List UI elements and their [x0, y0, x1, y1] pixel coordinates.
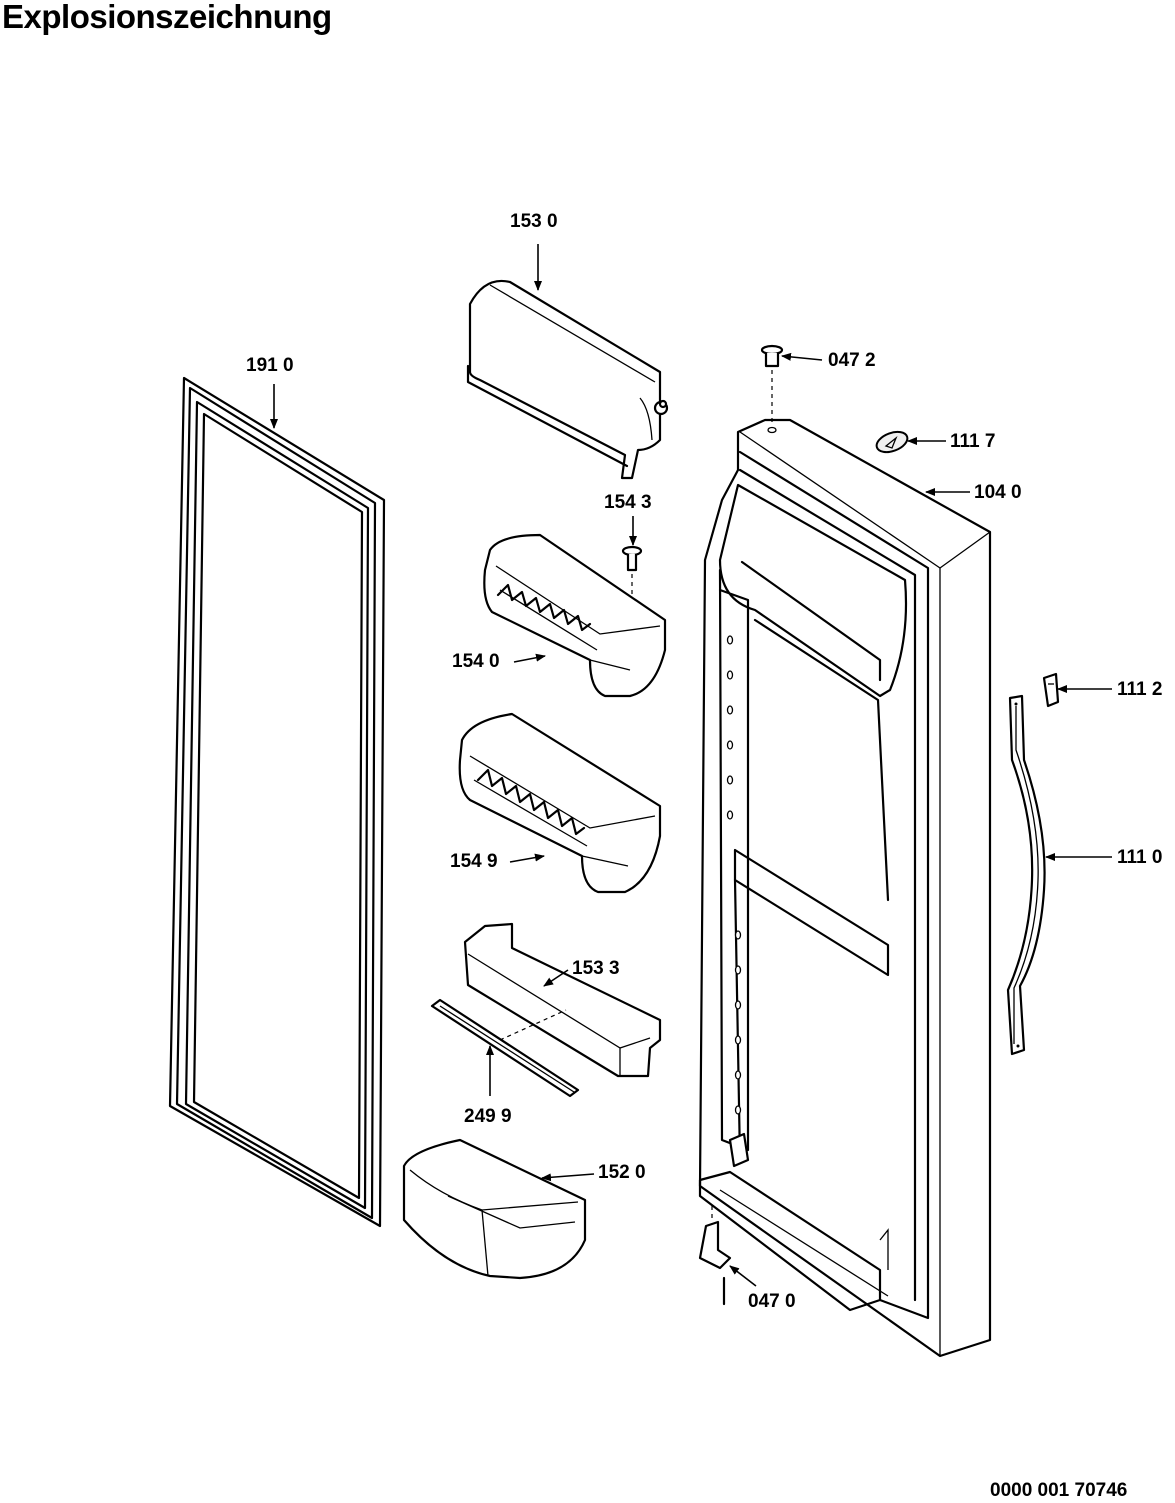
bottom-hinge-part	[698, 1206, 732, 1306]
trim-strip-part	[430, 998, 580, 1098]
part-label-1910: 191 0	[246, 355, 294, 376]
part-label-1540: 154 0	[452, 651, 500, 672]
page-title: Explosionszeichnung	[2, 0, 332, 35]
leader-1540	[513, 653, 546, 663]
part-label-1543: 154 3	[604, 492, 652, 513]
door-bin-small-part	[402, 1138, 587, 1280]
door-assembly-part	[698, 418, 992, 1358]
part-label-1112: 111 2	[1117, 679, 1163, 700]
door-handle-part	[1006, 694, 1046, 1056]
door-bin-lower-part	[458, 712, 662, 894]
top-hinge-pin-part	[760, 344, 784, 434]
leader-1549	[509, 853, 545, 863]
dairy-flap-part	[466, 279, 669, 480]
part-label-1533: 153 3	[572, 958, 620, 979]
part-label-1117: 111 7	[950, 431, 996, 452]
part-label-2499: 249 9	[464, 1106, 512, 1127]
part-label-1110: 111 0	[1117, 847, 1163, 868]
door-shelf-holes	[726, 635, 742, 1115]
part-label-1549: 154 9	[450, 851, 498, 872]
document-number: 0000 001 70746	[990, 1480, 1128, 1501]
cover-cap-part	[875, 430, 909, 454]
door-bin-upper-part	[483, 533, 667, 698]
door-gasket-part	[168, 376, 386, 1228]
leader-1533	[543, 969, 569, 987]
part-label-1530: 153 0	[510, 211, 558, 232]
part-label-0470: 047 0	[748, 1291, 796, 1312]
leader-0472	[781, 352, 823, 361]
door-shelf-part	[463, 922, 662, 1078]
part-label-0472: 047 2	[828, 350, 876, 371]
leader-1520	[541, 1173, 595, 1182]
part-label-1040: 104 0	[974, 482, 1022, 503]
handle-clip-part	[1042, 672, 1060, 708]
part-label-1520: 152 0	[598, 1162, 646, 1183]
leader-lines	[270, 244, 1112, 1287]
leader-0470	[729, 1265, 757, 1287]
